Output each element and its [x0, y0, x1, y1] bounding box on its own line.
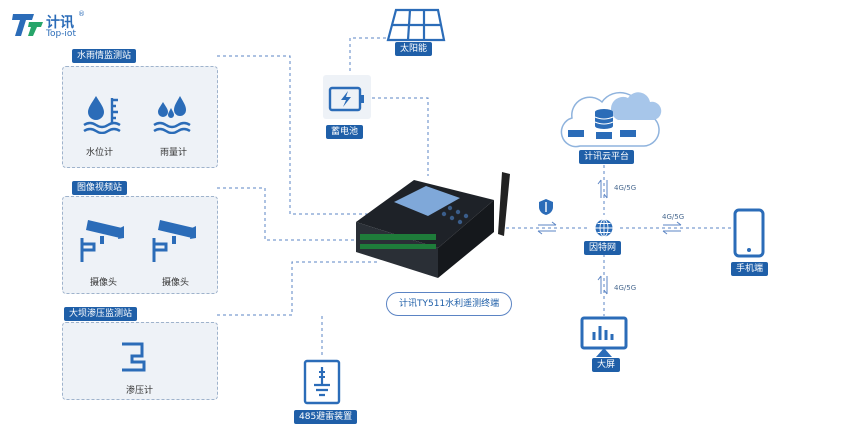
rain-gauge-icon — [153, 96, 191, 134]
piezometer-icon — [122, 342, 146, 372]
piezometer-label: 渗压计 — [126, 386, 154, 396]
water-level-label: 水位计 — [86, 148, 114, 158]
cloud-platform-icon — [560, 91, 662, 148]
water-rain-station-title: 水雨情监测站 — [72, 49, 137, 63]
terminal-device — [356, 172, 510, 278]
water-level-icon — [83, 96, 121, 134]
logo-mark-icon — [12, 14, 43, 36]
big-screen-label: 大屏 — [592, 358, 621, 372]
phone-icon — [733, 208, 765, 258]
solar-panel-icon — [386, 8, 446, 42]
water-rain-station-panel — [62, 66, 218, 168]
camera-icon — [80, 220, 124, 262]
terminal-label: 计讯TY511水利遥测终端 — [386, 292, 513, 316]
video-station-title: 图像视频站 — [72, 181, 128, 195]
logo-registered: ® — [78, 10, 85, 18]
link-label-right: 4G/5G — [662, 213, 685, 221]
lightning-protector-icon — [303, 359, 341, 405]
lightning-label: 485避雷装置 — [294, 410, 358, 424]
rain-gauge-label: 雨量计 — [160, 148, 188, 158]
phone-label: 手机端 — [731, 262, 769, 276]
big-screen-icon — [580, 316, 628, 357]
logo-brand-en: Top-iot — [46, 29, 76, 39]
link-label-up: 4G/5G — [614, 184, 637, 192]
battery-icon — [328, 86, 364, 112]
camera-label-2: 摄像头 — [162, 278, 190, 288]
globe-icon — [595, 219, 613, 237]
battery-label: 蓄电池 — [326, 125, 364, 139]
dam-station-title: 大坝渗压监测站 — [64, 307, 138, 321]
logo-brand-cn: 计讯 — [46, 15, 74, 31]
internet-label: 因特网 — [584, 241, 622, 255]
camera-label-1: 摄像头 — [90, 278, 118, 288]
cloud-platform-label: 计讯云平台 — [579, 150, 635, 164]
camera-icon — [152, 220, 196, 262]
link-label-down: 4G/5G — [614, 284, 637, 292]
logo: 计讯 ® Top-iot — [12, 10, 102, 40]
solar-label: 太阳能 — [395, 42, 433, 56]
shield-icon — [539, 199, 553, 215]
